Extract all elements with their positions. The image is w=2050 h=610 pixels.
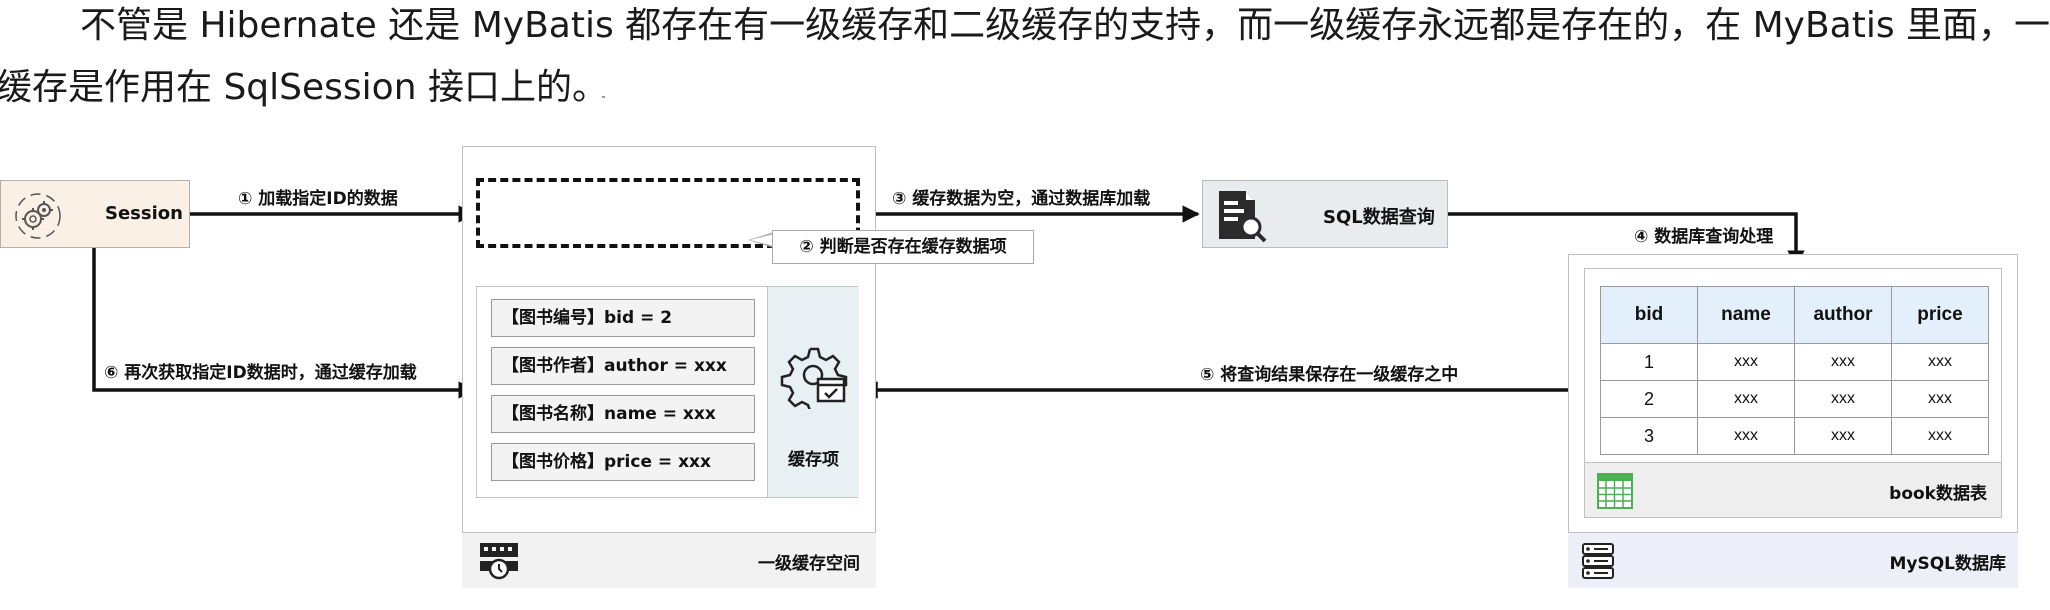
column-header: price — [1891, 286, 1989, 344]
spreadsheet-icon — [1597, 473, 1633, 509]
database-icon — [1582, 543, 1614, 579]
document-search-icon — [1219, 191, 1267, 243]
table-cell: 2 — [1600, 380, 1698, 418]
table-row: 2 xxx xxx xxx — [1600, 380, 1989, 418]
column-header: bid — [1600, 286, 1698, 344]
gear-check-icon — [780, 347, 848, 409]
table-cell: xxx — [1794, 417, 1892, 455]
cache-entry-price: 【图书价格】price = xxx — [491, 443, 755, 481]
arrow-4 — [1448, 212, 1805, 268]
book-table-footer: book数据表 — [1585, 462, 2001, 517]
sql-query-box: SQL数据查询 — [1202, 180, 1448, 248]
arrow-4-label: ④ 数据库查询处理 — [1634, 227, 1774, 247]
arrow-1-label: ① 加载指定ID的数据 — [238, 189, 398, 209]
cache-item-label: 缓存项 — [788, 450, 839, 470]
table-cell: xxx — [1794, 343, 1892, 381]
cache-server-icon — [480, 543, 518, 580]
session-label: Session — [105, 203, 183, 224]
sql-query-label: SQL数据查询 — [1323, 207, 1435, 228]
intro-line-2: 缓存是作用在 SqlSession 接口上的。 — [0, 67, 608, 108]
mysql-footer: MySQL数据库 — [1568, 532, 2018, 588]
cache-entries-panel: 【图书编号】bid = 2 【图书作者】author = xxx 【图书名称】n… — [476, 286, 859, 498]
book-table-label: book数据表 — [1889, 484, 1987, 504]
stray-dot — [602, 96, 605, 98]
table-cell: 1 — [1600, 343, 1698, 381]
table-cell: xxx — [1794, 380, 1892, 418]
arrow-6 — [92, 248, 476, 399]
table-row: 3 xxx xxx xxx — [1600, 417, 1989, 455]
book-table: bid name author price 1 xxx xxx xxx 2 xx… — [1600, 286, 1989, 455]
arrow-3-label: ③ 缓存数据为空，通过数据库加载 — [892, 189, 1151, 209]
mysql-label: MySQL数据库 — [1889, 554, 2006, 574]
cache-check-callout: ② 判断是否存在缓存数据项 — [772, 230, 1034, 264]
table-cell: 3 — [1600, 417, 1698, 455]
table-cell: xxx — [1697, 417, 1795, 455]
arrow-6-label: ⑥ 再次获取指定ID数据时，通过缓存加载 — [104, 363, 417, 383]
table-cell: xxx — [1891, 417, 1989, 455]
intro-line-1: 不管是 Hibernate 还是 MyBatis 都存在有一级缓存和二级缓存的支… — [80, 5, 2050, 46]
cache-entry-bid: 【图书编号】bid = 2 — [491, 299, 755, 337]
column-header: name — [1697, 286, 1795, 344]
cache-space-footer: 一级缓存空间 — [462, 532, 876, 588]
session-box: Session — [0, 180, 190, 248]
table-row: 1 xxx xxx xxx — [1600, 343, 1989, 381]
callout-tail-fill — [750, 234, 774, 246]
cache-entry-author: 【图书作者】author = xxx — [491, 347, 755, 385]
cache-space-label: 一级缓存空间 — [758, 554, 860, 574]
gears-icon — [15, 193, 61, 239]
table-header-row: bid name author price — [1600, 286, 1989, 344]
table-cell: xxx — [1697, 380, 1795, 418]
table-cell: xxx — [1891, 380, 1989, 418]
cache-item-column: 缓存项 — [767, 287, 859, 497]
arrow-5-label: ⑤ 将查询结果保存在一级缓存之中 — [1200, 365, 1459, 385]
table-cell: xxx — [1697, 343, 1795, 381]
column-header: author — [1794, 286, 1892, 344]
table-cell: xxx — [1891, 343, 1989, 381]
cache-entry-name: 【图书名称】name = xxx — [491, 395, 755, 433]
